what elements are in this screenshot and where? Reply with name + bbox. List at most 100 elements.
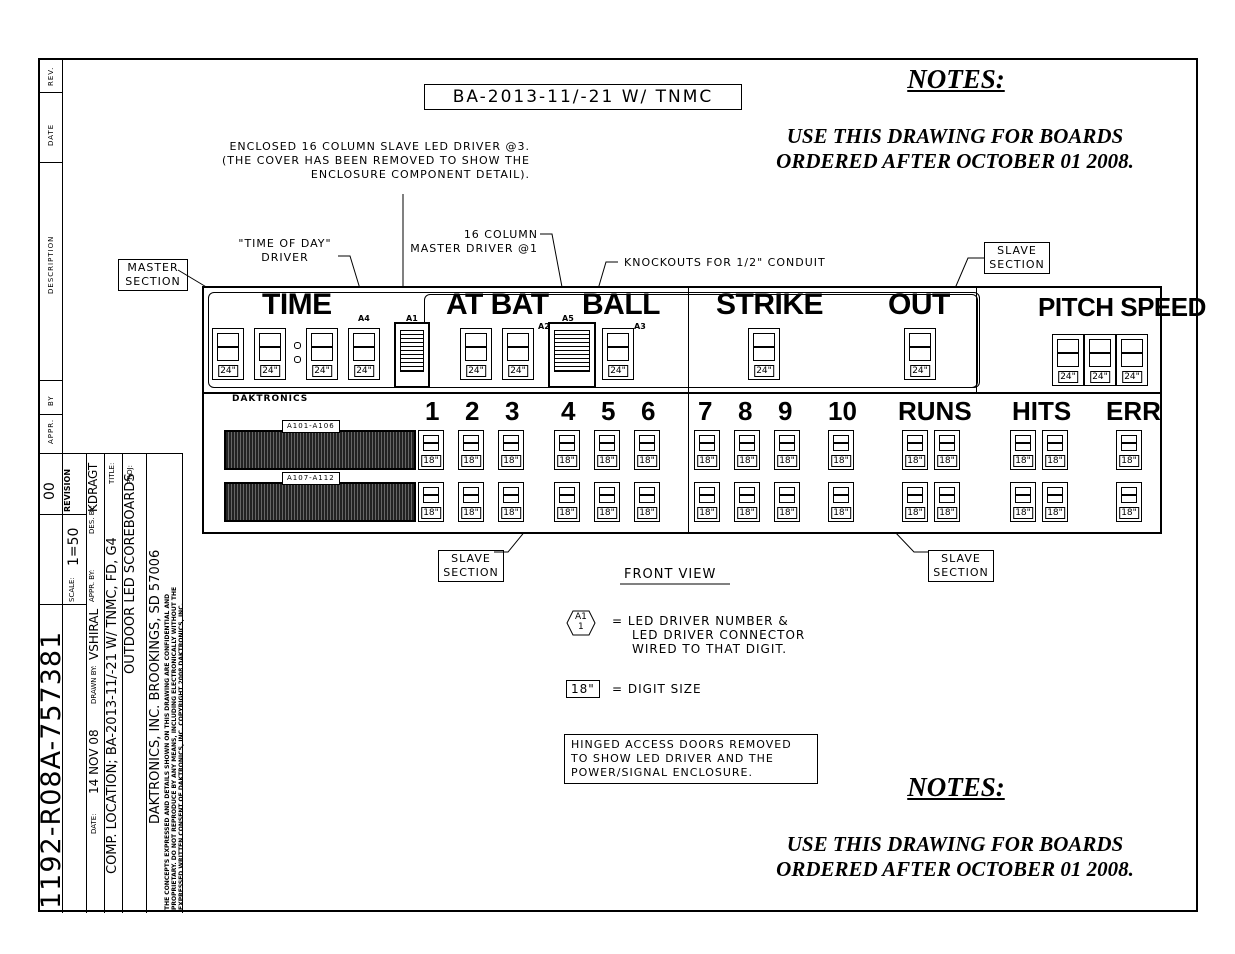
digit-18-top-10: 18" [902,430,928,470]
tod-line1: "TIME OF DAY" [238,237,332,250]
digit-18-top-7: 18" [734,430,760,470]
digit-18-bottom-13: 18" [1042,482,1068,522]
digit-size-label: 24" [1090,371,1110,383]
digit-18-bottom-6: 18" [694,482,720,522]
hinged-3: POWER/SIGNAL ENCLOSURE. [571,766,753,779]
hex-top: A1 [575,612,587,622]
ss3-line1: SLAVE [941,552,981,565]
inning-6: 6 [641,396,656,426]
hinged-1: HINGED ACCESS DOORS REMOVED [571,738,792,751]
digit-18-bottom-7: 18" [734,482,760,522]
digit-size-label: 18" [937,455,957,467]
driver-tag-a3: A3 [634,322,646,331]
digit-18-bottom-8: 18" [774,482,800,522]
tod-line2: DRIVER [261,251,309,264]
digit-size-label: 24" [754,365,774,377]
digit-size-label: 18" [831,507,851,519]
ss3-line2: SECTION [933,566,989,579]
ss1-line1: SLAVE [997,244,1037,257]
digit-18-top-9: 18" [828,430,854,470]
md-line1: 16 COLUMN [463,228,538,241]
digit-18-top-3: 18" [554,430,580,470]
ms-line2: SECTION [125,275,181,288]
ss1-line2: SECTION [989,258,1045,271]
title-box: BA-2013-11/-21 W/ TNMC [424,84,742,110]
legend-hex-icon: A1 1 [566,610,596,636]
digit-size-label: 18" [737,507,757,519]
digit-size-label: 18" [1119,455,1139,467]
led-panel-1-label: A101-A106 [282,420,340,433]
hinged-note: HINGED ACCESS DOORS REMOVED TO SHOW LED … [564,734,818,784]
hinged-2: TO SHOW LED DRIVER AND THE [571,752,774,765]
master-driver-callout: 16 COLUMN MASTER DRIVER @1 [400,228,538,256]
enclosed-line2: (THE COVER HAS BEEN REMOVED TO SHOW THE [221,154,530,167]
revision-strip: REV. DATE DESCRIPTION BY APPR. [38,58,63,453]
inning-5: 5 [601,396,616,426]
digit-size-label: 24" [508,365,528,377]
digit-18-top-6: 18" [694,430,720,470]
slave-section-box-top: SLAVE SECTION [984,242,1050,274]
digit-18-bottom-4: 18" [594,482,620,522]
digit-size-label: 18" [637,507,657,519]
digit-24-6: 24" [602,328,634,380]
led-panel-2-label: A107-A112 [282,472,340,485]
size-box: 18" [566,680,600,698]
digit-size-label: 18" [1013,507,1033,519]
digit-size-label: 18" [905,507,925,519]
slave-section-box-left: SLAVE SECTION [438,550,504,582]
hex-desc-3: WIRED TO THAT DIGIT. [632,642,788,656]
enclosed-callout: ENCLOSED 16 COLUMN SLAVE LED DRIVER @3. … [180,140,530,182]
digit-18-bottom-0: 18" [418,482,444,522]
ss2-line1: SLAVE [451,552,491,565]
digit-size-label: 24" [1058,371,1078,383]
heading-time: TIME [262,288,332,321]
digit-24-0: 24" [212,328,244,380]
notes-text-top: USE THIS DRAWING FOR BOARDS ORDERED AFTE… [740,124,1170,174]
digit-size-label: 18" [831,455,851,467]
digit-18-bottom-3: 18" [554,482,580,522]
digit-18-bottom-1: 18" [458,482,484,522]
md-line2: MASTER DRIVER @1 [410,242,538,255]
knockouts-callout: KNOCKOUTS FOR 1/2" CONDUIT [624,256,826,269]
digit-18-bottom-10: 18" [902,482,928,522]
digit-18-top-14: 18" [1116,430,1142,470]
digit-size-label: 24" [466,365,486,377]
notes-heading-top: NOTES: [907,64,1005,94]
digit-size-label: 18" [421,507,441,519]
digit-18-bottom-14: 18" [1116,482,1142,522]
digit-size-label: 18" [461,455,481,467]
enclosed-line1: ENCLOSED 16 COLUMN SLAVE LED DRIVER @3. [229,140,530,153]
digit-24-3: 24" [348,328,380,380]
hex-bottom: 1 [578,622,584,632]
digit-24-10: 24" [1084,334,1116,386]
led-panel-2 [224,482,416,522]
digit-18-top-4: 18" [594,430,620,470]
digit-size-label: 24" [218,365,238,377]
digit-24-2: 24" [306,328,338,380]
driver-tag-a1: A1 [406,314,418,323]
heading-ball: BALL [582,288,660,321]
digit-size-label: 18" [1045,507,1065,519]
digit-24-9: 24" [1052,334,1084,386]
digit-size-label: 18" [637,455,657,467]
digit-size-label: 18" [421,455,441,467]
digit-24-5: 24" [502,328,534,380]
led-panel-1 [224,430,416,470]
driver-tag-a4: A4 [358,314,370,323]
digit-size-label: 18" [1013,455,1033,467]
colon-dot-top [294,342,301,349]
inning-2: 2 [465,396,480,426]
notes-text-bottom: USE THIS DRAWING FOR BOARDS ORDERED AFTE… [740,832,1170,882]
notes-line1-b: USE THIS DRAWING FOR BOARDS [786,832,1124,856]
digit-size-label: 18" [697,455,717,467]
time-of-day-callout: "TIME OF DAY" DRIVER [220,237,350,265]
digit-24-4: 24" [460,328,492,380]
colon-dot-bottom [294,356,301,363]
digit-size-label: 24" [608,365,628,377]
digit-24-8: 24" [904,328,936,380]
digit-size-label: 18" [777,507,797,519]
inning-9: 9 [778,396,793,426]
digit-size-label: 24" [910,365,930,377]
brand-label: DAKTRONICS [232,394,309,404]
digit-size-label: 18" [597,455,617,467]
